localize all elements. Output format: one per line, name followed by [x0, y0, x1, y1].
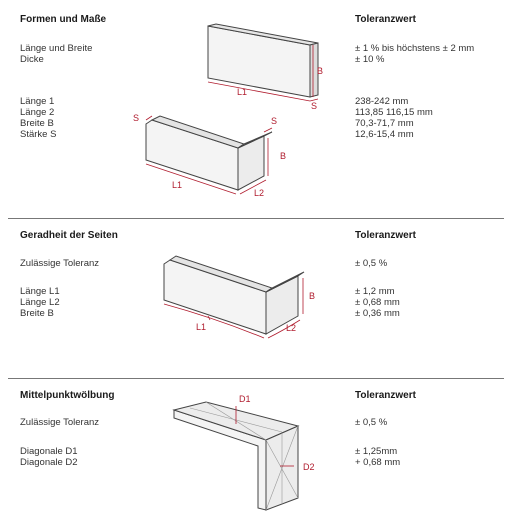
row-label: Länge L1 — [20, 286, 60, 297]
dim-label: B — [309, 291, 315, 301]
row-label: Länge 2 — [20, 107, 55, 118]
row-label: Breite B — [20, 118, 54, 129]
dim-label: S — [133, 113, 139, 123]
row-label: Diagonale D2 — [20, 457, 78, 468]
row-label: Länge 1 — [20, 96, 55, 107]
section-title-formen: Formen und Maße — [20, 14, 107, 25]
row-value: ± 0,5 % — [355, 258, 388, 269]
row-value: 113,85 116,15 mm — [355, 107, 433, 118]
row-value: ± 10 % — [355, 54, 385, 65]
value-header: Toleranzwert — [355, 14, 416, 25]
dim-label: B — [280, 151, 286, 161]
dim-label: S — [311, 101, 317, 111]
row-label: Länge und Breite — [20, 43, 93, 54]
row-value: ± 1,25mm — [355, 446, 398, 457]
section-divider — [8, 378, 504, 379]
value-header: Toleranzwert — [355, 390, 416, 401]
dim-label: S — [271, 116, 277, 126]
row-value: ± 0,5 % — [355, 417, 388, 428]
row-label: Länge L2 — [20, 297, 60, 308]
row-value: + 0,68 mm — [355, 457, 401, 468]
dim-label: D1 — [239, 394, 251, 404]
section-divider — [8, 218, 504, 219]
section-title-mittelpunktwoelbung: Mittelpunktwölbung — [20, 390, 115, 401]
row-value: ± 0,36 mm — [355, 308, 400, 319]
dim-label: L1 — [196, 322, 206, 332]
row-value: ± 1 % bis höchstens ± 2 mm — [355, 43, 475, 54]
row-label: Zulässige Toleranz — [20, 258, 100, 269]
dim-label: D2 — [303, 462, 315, 472]
value-header: Toleranzwert — [355, 230, 416, 241]
dim-label: L2 — [254, 188, 264, 198]
row-label: Stärke S — [20, 129, 57, 140]
dim-label: B — [317, 66, 323, 76]
row-value: 70,3-71,7 mm — [355, 118, 414, 129]
dim-label: L2 — [286, 323, 296, 333]
dim-label: L1 — [237, 87, 247, 97]
row-label: Dicke — [20, 54, 44, 65]
row-value: 238-242 mm — [355, 96, 409, 107]
row-label: Diagonale D1 — [20, 446, 78, 457]
row-label: Zulässige Toleranz — [20, 417, 100, 428]
row-value: ± 0,68 mm — [355, 297, 400, 308]
row-value: 12,6-15,4 mm — [355, 129, 414, 140]
row-label: Breite B — [20, 308, 54, 319]
section-title-geradheit: Geradheit der Seiten — [20, 230, 118, 241]
row-value: ± 1,2 mm — [355, 286, 395, 297]
dim-label: L1 — [172, 180, 182, 190]
